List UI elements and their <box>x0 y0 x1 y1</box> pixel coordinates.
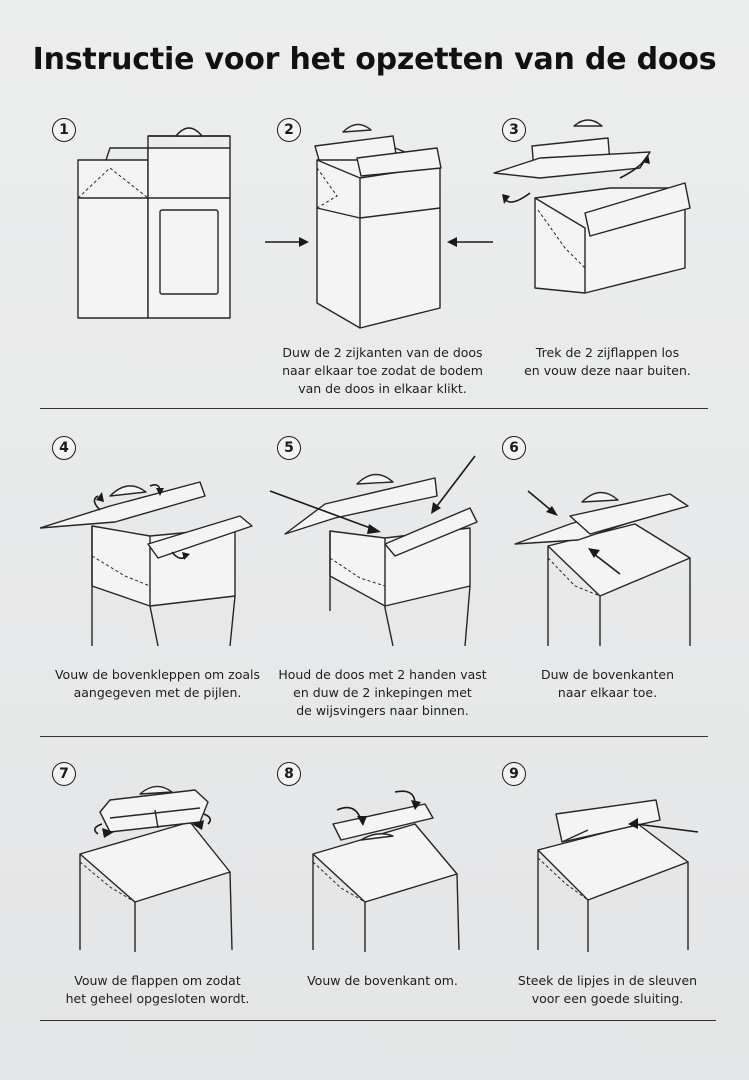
row-divider <box>40 1020 716 1021</box>
box-sides-push-illustration <box>265 123 493 329</box>
pull-side-flaps-illustration <box>493 119 691 294</box>
page-title: Instructie voor het opzetten van de doos <box>32 42 717 77</box>
step-number-badge: 5 <box>277 436 301 460</box>
row-divider <box>40 736 708 737</box>
insert-tabs-illustration <box>537 799 699 952</box>
step-1: 1 <box>40 118 275 428</box>
step-number-badge: 3 <box>502 118 526 142</box>
step-caption: Vouw de flappen om zodat het geheel opge… <box>65 973 250 1006</box>
flat-box-blank-illustration <box>77 127 231 319</box>
step-caption: Steek de lipjes in de sleuven voor een g… <box>517 973 698 1006</box>
step-caption: Duw de 2 zijkanten van de doos naar elka… <box>282 345 483 396</box>
step-caption: Vouw de bovenkleppen om zoals aangegeven… <box>54 667 261 700</box>
row-divider <box>40 408 708 409</box>
step-7: 7 Vouw de flappen om zodat het geheel op… <box>40 762 275 1072</box>
step-caption: Trek de 2 zijflappen los en vouw deze na… <box>524 345 691 378</box>
step-6: 6 Duw de bovenkanten naar elkaar toe. <box>490 436 725 746</box>
step-caption: Houd de doos met 2 handen vast en duw de… <box>278 667 487 718</box>
step-5: 5 Houd de doos met 2 handen vast en duw … <box>265 436 500 746</box>
step-number-badge: 4 <box>52 436 76 460</box>
step-number-badge: 6 <box>502 436 526 460</box>
push-top-edges-together-illustration <box>514 490 691 646</box>
step-number-badge: 1 <box>52 118 76 142</box>
step-number-badge: 2 <box>277 118 301 142</box>
fold-top-flaps-illustration <box>40 481 253 647</box>
fold-flaps-closed-illustration <box>79 785 233 952</box>
step-3: 3 Trek de 2 zijflappen los en vouw deze … <box>490 118 725 428</box>
step-2: 2 Duw de 2 zijkanten van de doos naar el… <box>265 118 500 428</box>
step-number-badge: 9 <box>502 762 526 786</box>
step-4: 4 Vouw de bovenkleppen om zoals aangegev… <box>40 436 275 746</box>
step-8: 8 Vouw de bovenkant om. <box>265 762 500 1072</box>
step-9: 9 Steek de lipjes in de sleuven voor een… <box>490 762 725 1072</box>
step-number-badge: 8 <box>277 762 301 786</box>
push-notches-inward-illustration <box>269 455 478 647</box>
step-caption: Duw de bovenkanten naar elkaar toe. <box>540 667 675 700</box>
fold-top-over-illustration <box>312 790 460 952</box>
step-caption: Vouw de bovenkant om. <box>307 973 458 988</box>
step-number-badge: 7 <box>52 762 76 786</box>
